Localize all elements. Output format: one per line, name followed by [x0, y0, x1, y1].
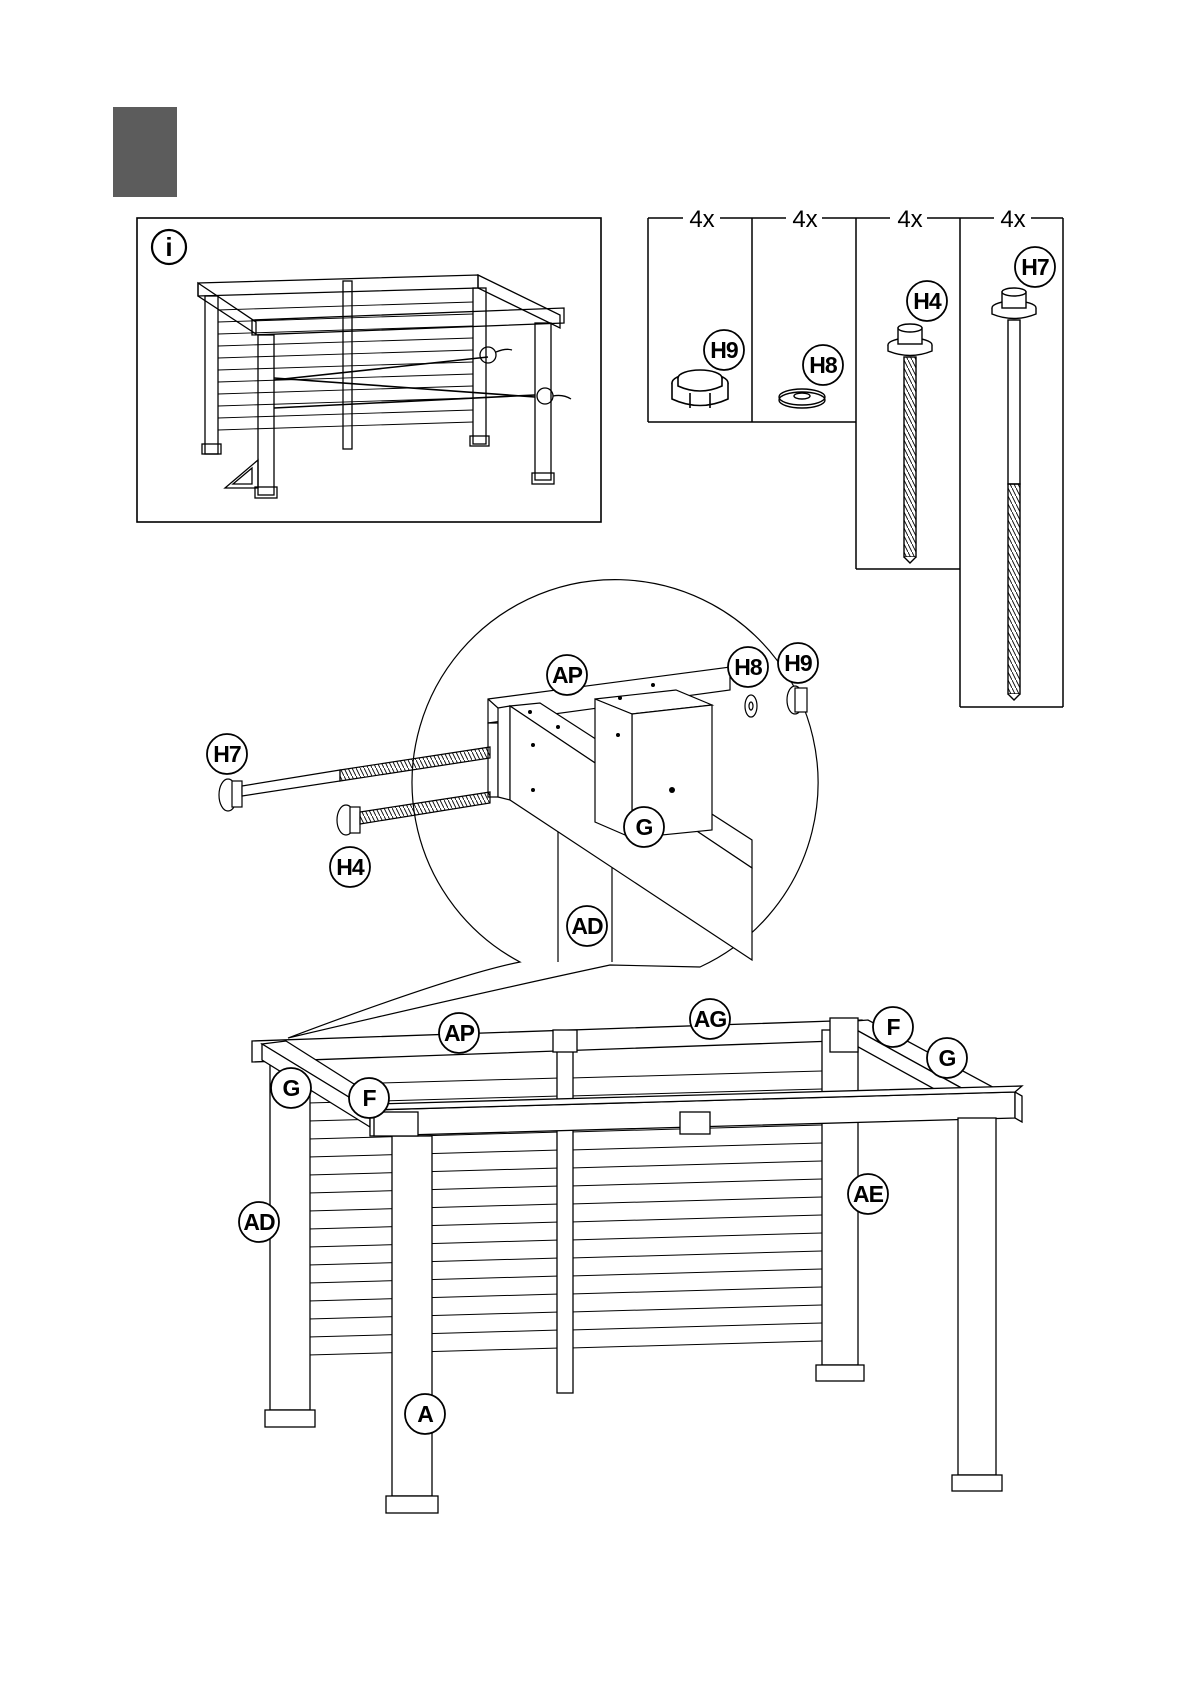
- svg-text:F: F: [886, 1014, 900, 1040]
- post-ad: [270, 1060, 310, 1410]
- post-a: [392, 1136, 432, 1496]
- mini-pergola-illustration: [198, 275, 571, 498]
- callout-ap: AP: [439, 1013, 479, 1053]
- h8-label: H8: [803, 345, 843, 385]
- callout-ae: AE: [848, 1174, 888, 1214]
- callout-g-right: G: [927, 1038, 967, 1078]
- svg-text:H9: H9: [784, 650, 812, 676]
- svg-text:H7: H7: [213, 741, 241, 767]
- svg-text:AP: AP: [444, 1020, 475, 1046]
- callout-detail-ad: AD: [567, 906, 607, 946]
- callout-detail-h4: H4: [330, 847, 370, 887]
- callout-detail-h8: H8: [728, 647, 768, 687]
- svg-text:H4: H4: [336, 854, 365, 880]
- svg-text:H8: H8: [809, 352, 838, 378]
- svg-text:AD: AD: [243, 1209, 275, 1235]
- post-front-right: [958, 1118, 996, 1475]
- svg-text:H8: H8: [734, 654, 763, 680]
- svg-text:i: i: [165, 232, 172, 262]
- callout-detail-h7: H7: [207, 734, 247, 774]
- detail-zoom-callout: [219, 580, 818, 1038]
- h4-bolt-icon: [888, 324, 932, 563]
- svg-text:AE: AE: [853, 1181, 884, 1207]
- svg-text:G: G: [939, 1045, 956, 1071]
- info-icon: i: [152, 230, 186, 264]
- svg-text:A: A: [417, 1401, 433, 1427]
- right-side-beam: [842, 1020, 1002, 1096]
- h9-nut-icon: [672, 370, 728, 408]
- callout-detail-ap: AP: [547, 655, 587, 695]
- svg-text:H9: H9: [710, 337, 738, 363]
- center-post: [557, 1036, 573, 1393]
- h7-quantity: 4x: [1000, 206, 1025, 233]
- svg-text:AP: AP: [552, 662, 583, 688]
- callout-g-left: G: [271, 1068, 311, 1108]
- callout-ad: AD: [239, 1202, 279, 1242]
- svg-text:AD: AD: [571, 913, 603, 939]
- callout-detail-h9: H9: [778, 643, 818, 683]
- h7-bolt-icon: [992, 288, 1036, 700]
- svg-text:AG: AG: [694, 1006, 727, 1032]
- callout-ag: AG: [690, 999, 730, 1039]
- svg-text:H4: H4: [913, 288, 942, 314]
- h7-label: H7: [1015, 247, 1055, 287]
- info-panel: i: [137, 218, 601, 522]
- detail-washer-h8: [745, 695, 757, 717]
- svg-text:F: F: [362, 1085, 376, 1111]
- h4-label: H4: [907, 281, 947, 321]
- callout-f-left: F: [349, 1078, 389, 1118]
- h4-quantity: 4x: [897, 206, 922, 233]
- svg-text:H7: H7: [1021, 254, 1049, 280]
- callout-f-right: F: [873, 1007, 913, 1047]
- h9-label: H9: [704, 330, 744, 370]
- detail-nut-h9: [787, 686, 807, 714]
- h8-quantity: 4x: [792, 206, 817, 233]
- h8-washer-icon: [779, 389, 825, 408]
- svg-text:G: G: [283, 1075, 300, 1101]
- callout-a: A: [405, 1394, 445, 1434]
- step-marker: [113, 107, 177, 197]
- svg-text:G: G: [636, 814, 653, 840]
- callout-detail-g: G: [624, 807, 664, 847]
- h9-quantity: 4x: [689, 206, 714, 233]
